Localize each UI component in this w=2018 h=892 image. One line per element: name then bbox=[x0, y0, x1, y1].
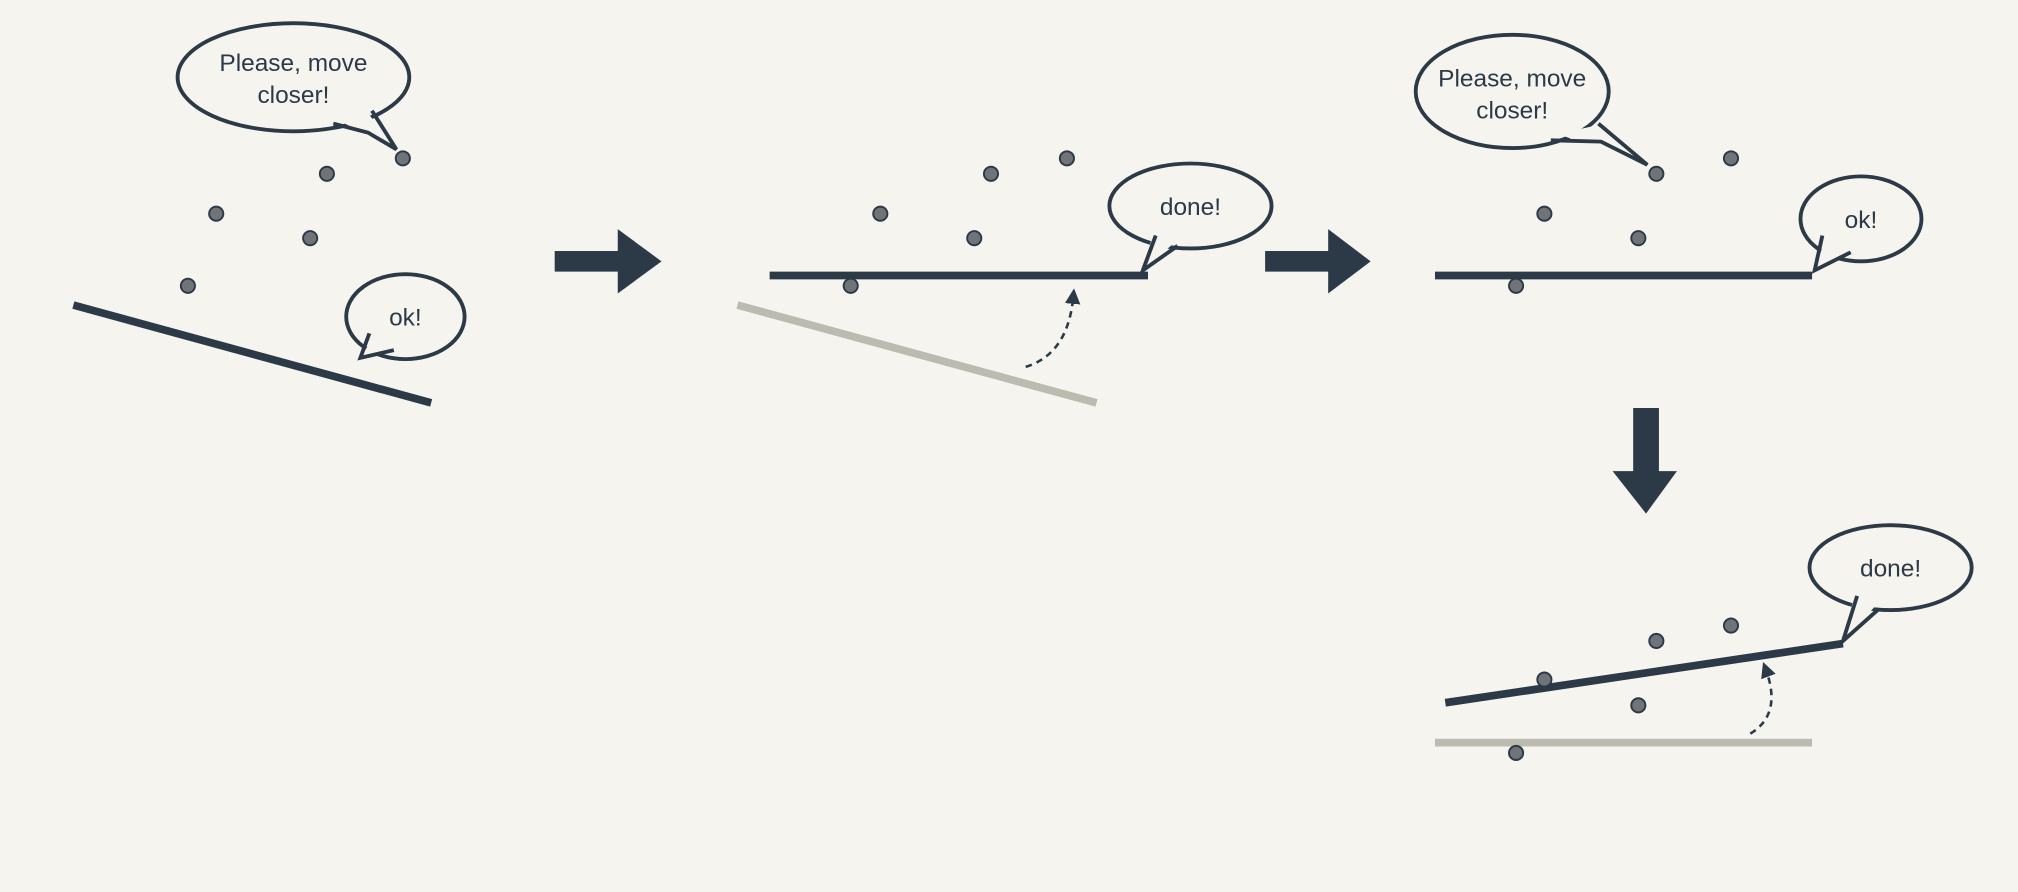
data-point bbox=[1058, 150, 1075, 167]
data-point bbox=[982, 165, 1000, 182]
speech-bubble: Please, move closer! bbox=[175, 21, 412, 152]
bubble-text: Please, move bbox=[219, 50, 367, 77]
bubble-text: done! bbox=[1860, 556, 1921, 583]
speech-bubble: ok! bbox=[344, 272, 467, 362]
data-point bbox=[179, 277, 196, 294]
svg-text:ok!: ok! bbox=[389, 305, 422, 332]
panel-3: Please, move closer! ok! bbox=[1413, 32, 1924, 294]
data-point bbox=[1722, 150, 1740, 167]
data-point bbox=[1648, 165, 1665, 182]
data-point bbox=[208, 205, 225, 222]
data-point bbox=[1536, 671, 1553, 688]
svg-text:done!: done! bbox=[1160, 194, 1221, 221]
data-point bbox=[1630, 230, 1647, 247]
speech-bubble: Please, move closer! bbox=[1413, 32, 1649, 167]
speech-bubble: done! bbox=[1807, 523, 1974, 648]
rotation-arrow-icon bbox=[1749, 662, 1776, 735]
rotation-arrow-icon bbox=[1025, 288, 1081, 369]
bubble-text: done! bbox=[1160, 194, 1221, 221]
data-point bbox=[1536, 205, 1553, 222]
arrow-right-icon bbox=[1265, 229, 1371, 294]
data-point bbox=[1648, 632, 1665, 650]
data-point bbox=[1508, 277, 1525, 294]
panel-1: Please, move closer! ok! bbox=[72, 21, 467, 407]
bubble-text: closer! bbox=[257, 82, 329, 109]
data-point bbox=[394, 150, 411, 167]
bubble-text: ok! bbox=[389, 305, 422, 332]
data-point bbox=[1722, 617, 1740, 634]
speech-bubble: ok! bbox=[1798, 174, 1924, 274]
arrow-right-icon bbox=[554, 229, 662, 294]
bubble-text: ok! bbox=[1845, 207, 1878, 234]
data-point bbox=[1508, 744, 1525, 761]
speech-bubble: done! bbox=[1107, 161, 1274, 276]
svg-text:ok!: ok! bbox=[1845, 207, 1878, 234]
fit-line bbox=[1444, 639, 1844, 707]
data-point bbox=[318, 165, 335, 182]
bubble-text: closer! bbox=[1476, 97, 1548, 124]
bubble-text: Please, move bbox=[1438, 65, 1586, 92]
data-point bbox=[302, 230, 319, 247]
data-point bbox=[1630, 697, 1647, 714]
data-point bbox=[872, 205, 889, 222]
fit-line bbox=[72, 301, 433, 407]
previous-line bbox=[736, 301, 1098, 407]
panel-4: done! bbox=[1434, 523, 1974, 761]
panel-2: done! bbox=[736, 150, 1274, 407]
data-point bbox=[966, 230, 983, 247]
arrow-down-icon bbox=[1612, 408, 1677, 514]
svg-text:done!: done! bbox=[1860, 556, 1921, 583]
data-point bbox=[842, 277, 859, 294]
